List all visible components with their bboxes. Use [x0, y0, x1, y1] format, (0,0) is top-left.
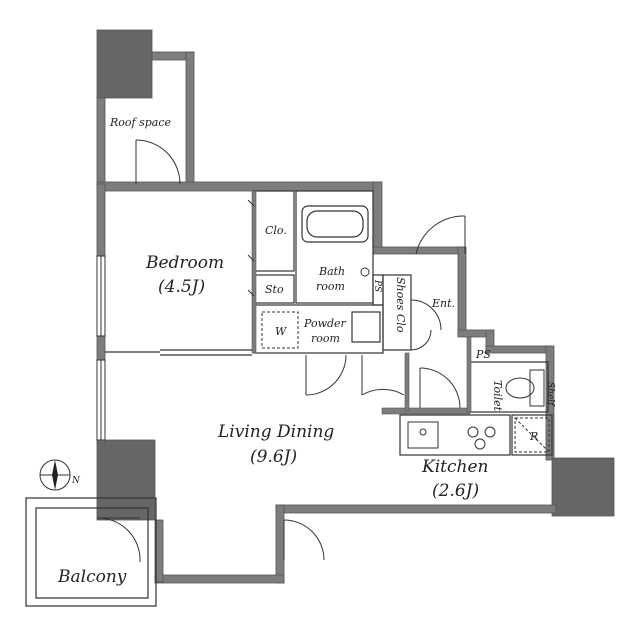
label-bedroom: Bedroom: [145, 253, 224, 273]
label-living-area: (9.6J): [250, 447, 297, 467]
label-washer: W: [275, 325, 288, 338]
exterior-walls: [96, 29, 615, 584]
label-entrance: Ent.: [431, 297, 455, 310]
label-bath: Bath: [318, 265, 345, 278]
interior-walls: [105, 190, 553, 456]
label-kitchen-area: (2.6J): [432, 481, 479, 501]
label-powder: Powder: [303, 317, 347, 330]
balcony: [25, 497, 157, 607]
label-refrigerator: R: [529, 430, 538, 443]
windows: [96, 255, 106, 441]
label-kitchen: Kitchen: [421, 457, 488, 477]
label-powder-room: room: [311, 332, 340, 345]
label-bath-room: room: [316, 280, 345, 293]
doors: [96, 139, 466, 563]
label-shelf: Shelf: [545, 382, 555, 407]
label-storage: Sto: [265, 283, 284, 296]
label-toilet: Toilet: [491, 380, 504, 412]
label-living-dining: Living Dining: [217, 422, 334, 442]
label-balcony: Balcony: [57, 567, 127, 587]
partition-walls: [251, 190, 472, 415]
room-labels: Roof space Bedroom (4.5J) Clo. Sto Bath …: [57, 116, 555, 587]
label-ps-small: PS: [372, 279, 382, 292]
label-closet: Clo.: [265, 224, 287, 237]
label-bedroom-area: (4.5J): [158, 277, 205, 297]
fixtures: [261, 267, 550, 453]
label-ps: PS: [475, 348, 491, 361]
label-shoes-clo: Shoes Clo: [394, 277, 407, 333]
label-roof-space: Roof space: [109, 116, 172, 129]
north-compass-icon: N: [39, 459, 81, 491]
north-label: N: [71, 476, 81, 486]
